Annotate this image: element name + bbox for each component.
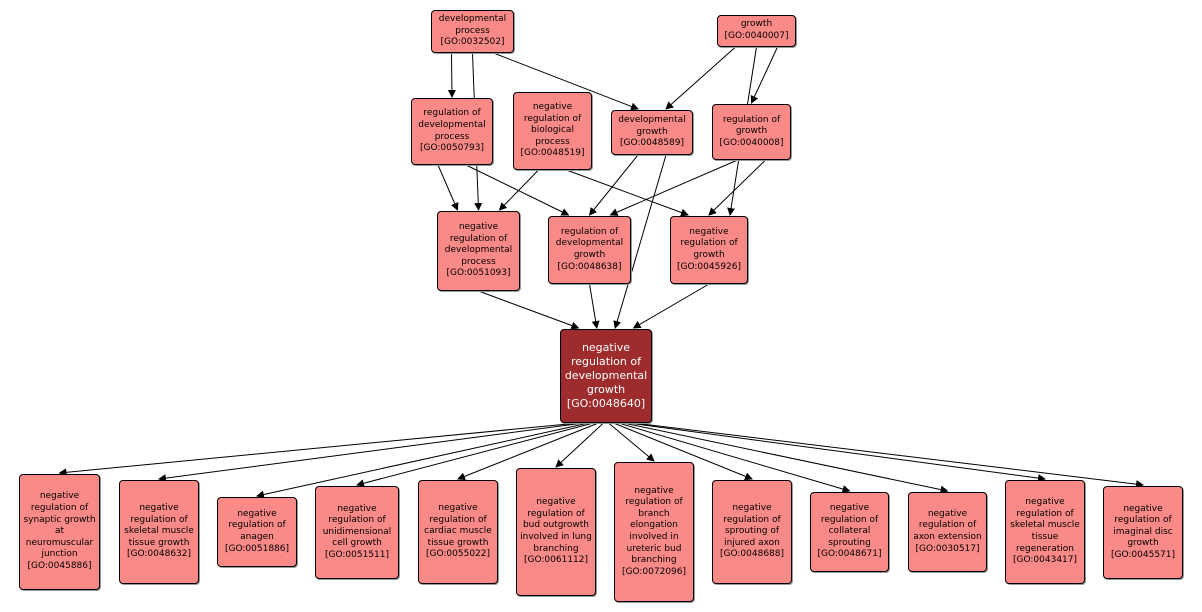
edge-gp_48640-to-gp_61112 <box>555 422 604 468</box>
node-label: negative regulation of skeletal muscle t… <box>1010 497 1080 554</box>
edge-gp_32502-to-gp_50793 <box>447 52 456 98</box>
edge-gp_48589-to-gp_48638 <box>588 154 639 216</box>
node-label: regulation of developmental process <box>418 108 486 142</box>
node-neg-reg-branch-elongation-ureteric-bud[interactable]: negative regulation of branch elongation… <box>614 462 694 602</box>
edge-gp_48640-to-gp_48688 <box>613 422 753 481</box>
node-negative-regulation-of-developmental-process[interactable]: negative regulation of developmental pro… <box>437 211 520 291</box>
edge-gp_48638-to-gp_48640 <box>589 283 600 329</box>
edge-gp_48640-to-gp_72096 <box>608 422 655 462</box>
node-label: negative regulation of growth <box>680 226 738 260</box>
node-negative-regulation-of-developmental-growth[interactable]: negative regulation of developmental gro… <box>560 329 652 423</box>
edge-gp_40008-to-gp_48638 <box>609 159 738 216</box>
node-label: developmental process <box>438 14 507 36</box>
node-go-id: [GO:0048519] <box>520 148 585 159</box>
node-go-id: [GO:0040008] <box>719 137 784 148</box>
node-neg-reg-imaginal-disc-growth[interactable]: negative regulation of imaginal disc gro… <box>1103 486 1183 579</box>
node-go-id: [GO:0061112] <box>523 555 589 566</box>
edge-gp_51093-to-gp_48640 <box>478 290 580 330</box>
node-neg-reg-skeletal-muscle-tissue-growth[interactable]: negative regulation of skeletal muscle t… <box>119 480 199 584</box>
node-go-id: [GO:0050793] <box>419 143 485 154</box>
node-label: negative regulation of skeletal muscle t… <box>124 503 194 548</box>
edge-gp_48589-to-gp_48640 <box>613 154 667 329</box>
node-go-id: [GO:0048632] <box>126 549 192 560</box>
edge-gp_48640-to-gp_48632 <box>158 422 584 483</box>
node-developmental-growth[interactable]: developmental growth[GO:0048589] <box>611 110 693 155</box>
node-label: negative regulation of unidimensional ce… <box>322 503 392 549</box>
node-neg-reg-anagen[interactable]: negative regulation of anagen[GO:0051886… <box>217 497 297 567</box>
node-regulation-of-developmental-process[interactable]: regulation of developmental process[GO:0… <box>411 98 493 165</box>
node-go-id: [GO:0048589] <box>619 138 685 149</box>
edge-gp_48640-to-gp_45571 <box>633 422 1144 489</box>
node-neg-reg-unidimensional-cell-growth[interactable]: negative regulation of unidimensional ce… <box>315 486 399 579</box>
node-go-id: [GO:0051511] <box>324 549 390 560</box>
node-go-id: [GO:0045886] <box>27 560 92 571</box>
edge-gp_50793-to-gp_51093 <box>437 164 459 211</box>
node-label: negative regulation of synaptic growth a… <box>23 491 96 560</box>
node-go-id: [GO:0045926] <box>676 261 742 272</box>
edge-gp_48640-to-gp_43417 <box>628 422 1046 483</box>
node-go-id: [GO:0043417] <box>1012 555 1078 566</box>
node-neg-reg-bud-outgrowth-lung[interactable]: negative regulation of bud outgrowth inv… <box>516 468 596 596</box>
node-go-id: [GO:0048638] <box>557 261 622 272</box>
node-label: negative regulation of imaginal disc gro… <box>1113 503 1173 549</box>
edge-gp_48640-to-gp_55022 <box>457 422 599 481</box>
node-go-id: [GO:0048640] <box>566 397 646 410</box>
node-neg-reg-sprouting-injured-axon[interactable]: negative regulation of sprouting of inju… <box>712 480 792 584</box>
node-neg-reg-skeletal-muscle-regeneration[interactable]: negative regulation of skeletal muscle t… <box>1005 480 1085 584</box>
node-go-id: [GO:0051886] <box>224 543 290 554</box>
node-negative-regulation-of-biological-process[interactable]: negative regulation of biological proces… <box>513 92 592 170</box>
edge-gp_40008-to-gp_45926 <box>708 159 766 216</box>
edge-gp_40007-to-gp_48589 <box>665 46 736 110</box>
node-regulation-of-developmental-growth[interactable]: regulation of developmental growth[GO:00… <box>548 216 631 284</box>
edge-gp_48640-to-gp_30517 <box>623 422 949 494</box>
node-go-id: [GO:0048671] <box>817 549 882 560</box>
node-label: negative regulation of developmental pro… <box>444 222 513 267</box>
node-go-id: [GO:0072096] <box>621 566 687 577</box>
node-label: negative regulation of cardiac muscle ti… <box>424 503 492 548</box>
edge-gp_40007-to-gp_40008 <box>750 46 778 104</box>
edge-gp_48640-to-gp_51886 <box>256 422 589 499</box>
edge-gp_32502-to-gp_48589 <box>493 52 639 111</box>
node-go-id: [GO:0055022] <box>425 549 491 560</box>
edge-gp_48640-to-gp_51511 <box>356 422 594 488</box>
edge-gp_50793-to-gp_48638 <box>465 164 570 216</box>
node-label: negative regulation of axon extension <box>913 508 982 542</box>
node-label: regulation of developmental growth <box>555 226 624 260</box>
node-neg-reg-collateral-sprouting[interactable]: negative regulation of collateral sprout… <box>810 492 889 572</box>
node-label: developmental growth <box>618 115 686 137</box>
node-label: negative regulation of branch elongation… <box>625 485 683 566</box>
edge-gp_48519-to-gp_51093 <box>498 169 539 211</box>
node-neg-reg-axon-extension[interactable]: negative regulation of axon extension[GO… <box>908 492 987 572</box>
node-neg-reg-synaptic-growth-nmj[interactable]: negative regulation of synaptic growth a… <box>19 474 100 590</box>
node-go-id: [GO:0045571] <box>1110 549 1176 560</box>
edge-gp_48640-to-gp_48671 <box>618 422 851 493</box>
node-negative-regulation-of-growth[interactable]: negative regulation of growth[GO:0045926… <box>670 216 748 284</box>
node-label: negative regulation of biological proces… <box>523 102 582 147</box>
node-label: negative regulation of collateral sprout… <box>820 503 879 548</box>
edge-gp_48519-to-gp_45926 <box>566 169 689 217</box>
node-developmental-process[interactable]: developmental process[GO:0032502] <box>431 10 514 53</box>
node-go-id: [GO:0040007] <box>724 31 789 41</box>
node-go-id: [GO:0051093] <box>446 268 511 279</box>
node-go-id: [GO:0048688] <box>719 549 785 560</box>
node-label: growth <box>740 19 773 30</box>
node-label: negative regulation of developmental gro… <box>564 341 648 396</box>
edge-gp_48640-to-gp_45886 <box>58 422 579 477</box>
node-go-id: [GO:0030517] <box>915 543 980 554</box>
node-label: regulation of growth <box>722 114 781 137</box>
node-label: negative regulation of bud outgrowth inv… <box>520 497 592 554</box>
node-growth[interactable]: growth[GO:0040007] <box>717 15 796 47</box>
node-go-id: [GO:0032502] <box>440 37 505 48</box>
node-label: negative regulation of sprouting of inju… <box>723 503 781 548</box>
node-neg-reg-cardiac-muscle-tissue-growth[interactable]: negative regulation of cardiac muscle ti… <box>418 480 498 584</box>
node-regulation-of-growth[interactable]: regulation of growth[GO:0040008] <box>712 104 791 160</box>
edge-gp_45926-to-gp_48640 <box>632 283 710 329</box>
node-label: negative regulation of anagen <box>228 508 286 542</box>
